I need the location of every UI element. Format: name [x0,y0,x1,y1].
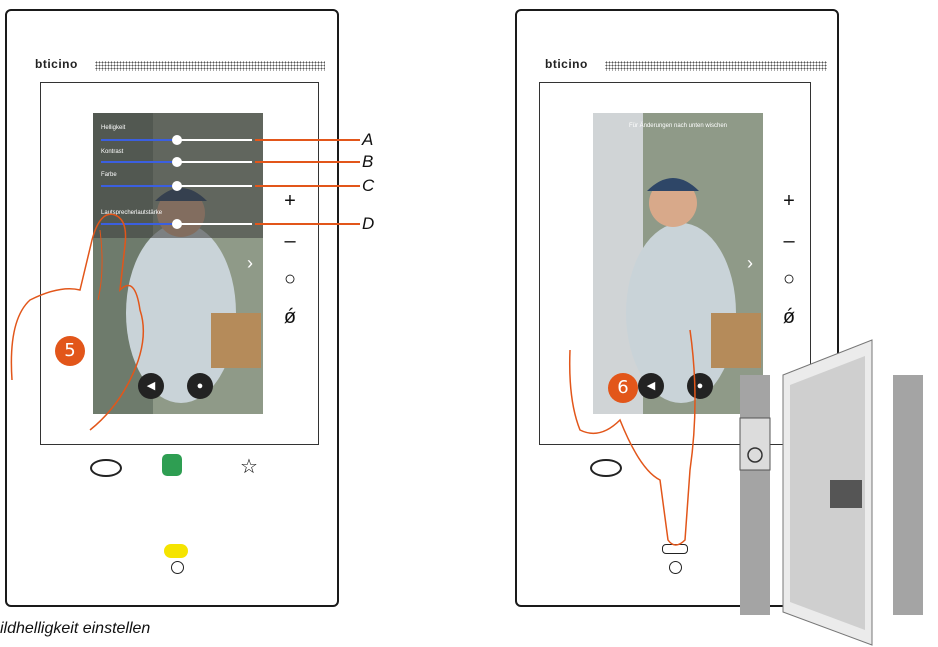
video-feed-right: Für Änderungen nach unten wischen ◀ ● › [593,113,763,414]
status-led [171,561,184,574]
door-key-icon[interactable] [164,544,188,558]
hand-illustration-left [10,213,145,431]
slider-color[interactable] [101,181,252,191]
caption: ildhelligkeit einstellen [0,620,151,637]
brand-logo: bticino [545,57,588,71]
mute-icon[interactable]: ǿ [283,306,297,328]
mic-button[interactable]: ● [187,373,213,399]
slider-label-color: Farbe [101,172,117,178]
speaker-button[interactable]: ◀ [638,373,664,399]
next-arrow-icon[interactable]: › [247,253,253,273]
circle-key[interactable]: ○ [283,268,297,290]
step-6-badge: 6 [608,373,638,403]
slider-label-brightness: Helligkeit [101,125,126,131]
speaker-grille [605,61,827,71]
slider-volume[interactable] [101,219,252,229]
next-arrow-icon[interactable]: › [747,253,753,273]
callout-b: B [362,152,374,171]
plus-key[interactable]: + [783,190,795,212]
callout-c: C [362,176,375,195]
callout-a: A [362,130,374,149]
mute-icon[interactable]: ǿ [782,306,796,328]
mic-button[interactable]: ● [687,373,713,399]
plus-key[interactable]: + [284,190,296,212]
swipe-hint: Für Änderungen nach unten wischen [628,123,728,129]
slider-brightness[interactable] [101,135,252,145]
settings-overlay [93,113,263,238]
eye-icon[interactable] [590,459,622,477]
door-illustration [739,339,923,646]
callout-lines [255,139,360,225]
speaker-button[interactable]: ◀ [138,373,164,399]
callout-d: D [362,214,375,233]
visitor-image [593,113,763,414]
circle-key[interactable]: ○ [782,268,796,290]
eye-icon[interactable] [90,459,122,477]
slider-label-volume: Lautsprecherlautstärke [101,210,163,216]
minus-key[interactable]: – [284,230,296,252]
brand-logo: bticino [35,57,78,71]
star-icon[interactable]: ☆ [240,456,258,478]
left-intercom-device: bticino [5,9,339,607]
minus-key[interactable]: – [783,230,795,252]
slider-label-contrast: Kontrast [101,149,124,155]
hand-illustration-right [568,329,696,546]
step-5-badge: 5 [55,336,85,366]
slider-contrast[interactable] [101,157,252,167]
status-led [669,561,682,574]
speaker-grille [95,61,325,71]
handset-icon[interactable] [162,454,182,476]
